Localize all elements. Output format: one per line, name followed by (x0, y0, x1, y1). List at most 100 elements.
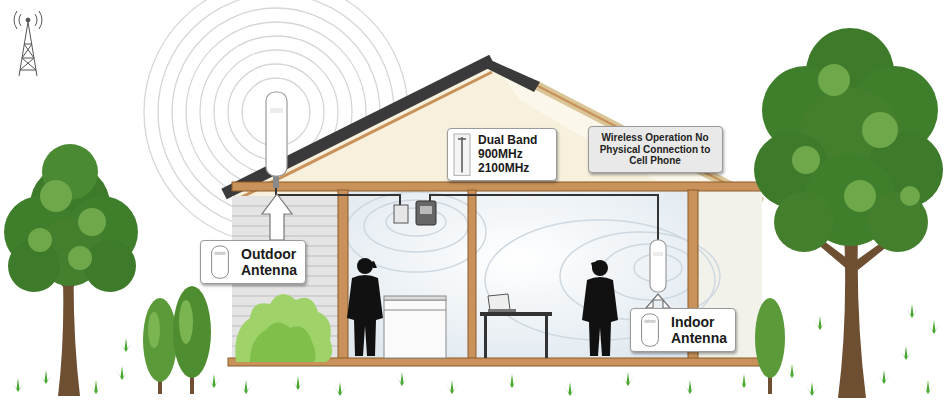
tree (68, 246, 92, 270)
small-tree (143, 298, 177, 382)
grass (906, 304, 918, 318)
grass (786, 364, 798, 378)
appliance (384, 310, 446, 311)
grass (334, 382, 346, 396)
person-silhouette (347, 275, 383, 356)
ceiling-beam (232, 182, 762, 191)
note-box: Wireless Operation No Physical Connectio… (588, 126, 723, 173)
siding-lines (232, 286, 342, 287)
grass (564, 382, 576, 396)
tree (4, 144, 138, 396)
outdoor-antenna (266, 92, 287, 176)
antenna-icon (461, 137, 463, 172)
grass (506, 374, 518, 388)
antenna-icon (453, 133, 471, 176)
desk (488, 294, 510, 311)
grass (922, 380, 934, 394)
grass (622, 372, 634, 386)
grass (684, 380, 696, 394)
tree (792, 146, 820, 174)
tree (868, 192, 928, 252)
grass (900, 346, 912, 360)
siding-lines (232, 216, 342, 217)
outdoor-antenna (266, 92, 287, 188)
person-silhouette (582, 277, 618, 356)
person-silhouette (582, 260, 618, 356)
desk (484, 316, 487, 358)
person-silhouette (371, 261, 377, 268)
grass (928, 320, 940, 334)
grass (90, 380, 102, 394)
callout-box: Indoor Antenna (630, 308, 736, 352)
appliance (384, 300, 446, 358)
small-tree (755, 298, 785, 378)
booster-unit (416, 201, 436, 225)
indoor-antenna (650, 240, 666, 292)
grass (878, 370, 890, 384)
tree (844, 180, 876, 212)
tree (28, 228, 52, 252)
desk (488, 309, 516, 312)
booster-unit (394, 205, 408, 223)
grass (116, 366, 128, 380)
indoor-waves (364, 200, 468, 252)
indoor-antenna (650, 240, 666, 292)
grass (208, 374, 220, 388)
cabling (276, 186, 658, 240)
wall-post (338, 190, 348, 360)
person-silhouette (347, 258, 383, 356)
appliance (384, 296, 446, 300)
small-tree (179, 300, 193, 344)
cell-tower (26, 18, 30, 22)
appliance (384, 296, 446, 358)
leader-arrow (262, 194, 292, 240)
tree (754, 28, 943, 398)
cell-tower (14, 11, 42, 76)
siding-lines (232, 236, 342, 237)
siding-lines (232, 226, 342, 227)
grass (396, 372, 408, 386)
tree (774, 192, 834, 252)
grass (738, 374, 750, 388)
tree (862, 112, 898, 148)
roof-peak (486, 58, 540, 92)
outdoor-antenna (270, 108, 283, 113)
small-tree (173, 286, 211, 378)
label-text: Wireless Operation No Physical Connectio… (596, 132, 714, 167)
desk (480, 312, 552, 316)
callout-box: Dual Band 900MHz 2100MHz (447, 128, 557, 181)
desk (480, 294, 552, 358)
leader-arrow (262, 194, 670, 308)
bush (250, 322, 316, 362)
grass (806, 382, 818, 396)
bush (235, 294, 332, 362)
grass (292, 376, 304, 390)
grass (814, 316, 826, 330)
tree (900, 186, 920, 206)
cabling (276, 186, 400, 205)
tree (40, 180, 72, 212)
callout-box: Outdoor Antenna (200, 240, 306, 284)
wall-post (468, 190, 476, 360)
grass (12, 378, 24, 392)
tree (818, 64, 850, 96)
grass (446, 380, 458, 394)
label-text: Outdoor Antenna (241, 246, 297, 278)
cabling (430, 195, 658, 240)
antenna-icon (636, 313, 664, 347)
grass (12, 304, 940, 396)
label-text: Indoor Antenna (671, 314, 727, 346)
person-silhouette (591, 262, 597, 270)
cell-tower (19, 22, 37, 76)
label-text: Dual Band 900MHz 2100MHz (478, 134, 548, 175)
antenna-icon (642, 314, 659, 346)
antenna-icon (214, 252, 225, 255)
grass (120, 338, 132, 352)
grass (40, 370, 52, 384)
small-tree (148, 312, 160, 348)
antenna-icon (458, 138, 466, 140)
indoor-antenna (653, 252, 663, 256)
